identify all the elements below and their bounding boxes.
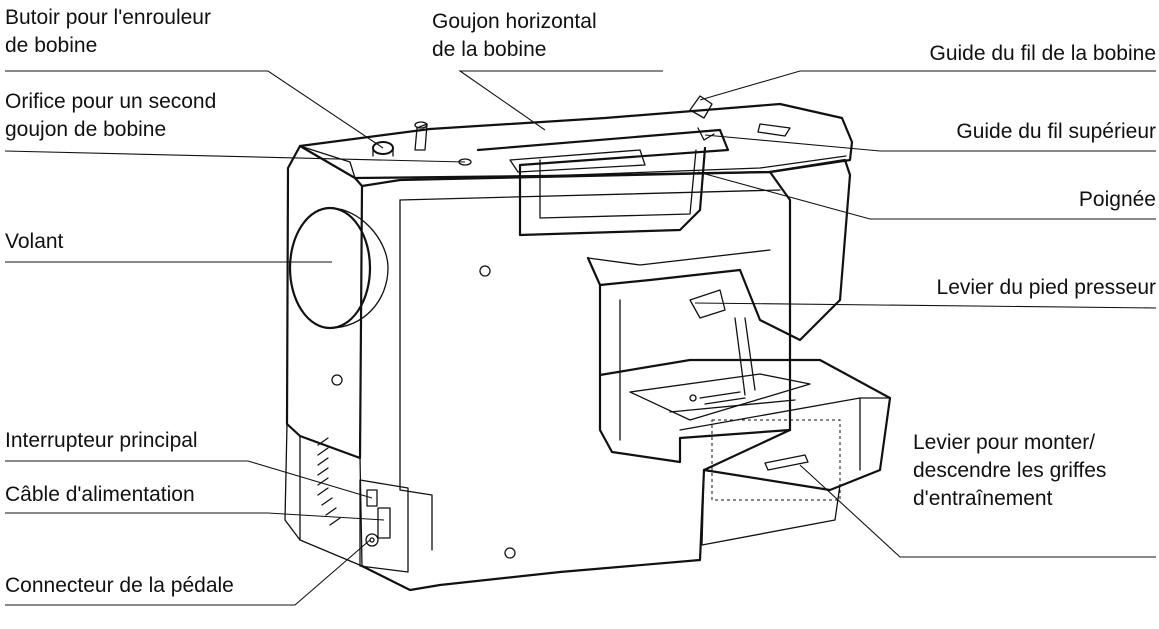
- label-line: de bobine: [5, 34, 98, 57]
- label-horizontal-spool-pin: Goujon horizontal de la bobine: [432, 8, 597, 64]
- label-handwheel: Volant: [5, 228, 63, 256]
- leader-lines: [4, 70, 1157, 606]
- label-line: Connecteur de la pédale: [5, 574, 234, 597]
- label-pedal-connector: Connecteur de la pédale: [5, 572, 234, 600]
- label-line: Goujon horizontal: [432, 10, 597, 33]
- label-handle: Poignée: [1079, 186, 1156, 214]
- label-feed-dog-lever: Levier pour monter/ descendre les griffe…: [913, 429, 1106, 513]
- label-line: Volant: [5, 230, 64, 253]
- label-line: goujon de bobine: [5, 118, 167, 141]
- label-bobbin-winder-stop: Butoir pour l'enrouleur de bobine: [5, 4, 211, 60]
- label-line: Poignée: [1078, 188, 1156, 211]
- label-line: Guide du fil de la bobine: [929, 42, 1157, 65]
- label-line: d'entraînement: [913, 487, 1053, 510]
- label-second-spool-hole: Orifice pour un second goujon de bobine: [5, 88, 216, 144]
- label-line: Câble d'alimentation: [5, 483, 195, 506]
- label-bobbin-thread-guide: Guide du fil de la bobine: [930, 40, 1157, 68]
- label-line: de la bobine: [432, 38, 547, 61]
- label-line: Interrupteur principal: [5, 429, 198, 452]
- label-presser-foot-lever: Levier du pied presseur: [937, 274, 1156, 302]
- label-line: Levier pour monter/: [913, 431, 1096, 454]
- label-line: Guide du fil supérieur: [956, 120, 1156, 143]
- label-upper-thread-guide: Guide du fil supérieur: [956, 118, 1156, 146]
- label-line: descendre les griffes: [913, 459, 1107, 482]
- label-main-switch: Interrupteur principal: [5, 427, 198, 455]
- label-line: Levier du pied presseur: [936, 276, 1156, 299]
- label-line: Orifice pour un second: [5, 90, 217, 113]
- label-power-cable: Câble d'alimentation: [5, 481, 195, 509]
- machine-body: [284, 95, 892, 592]
- label-line: Butoir pour l'enrouleur: [5, 6, 211, 29]
